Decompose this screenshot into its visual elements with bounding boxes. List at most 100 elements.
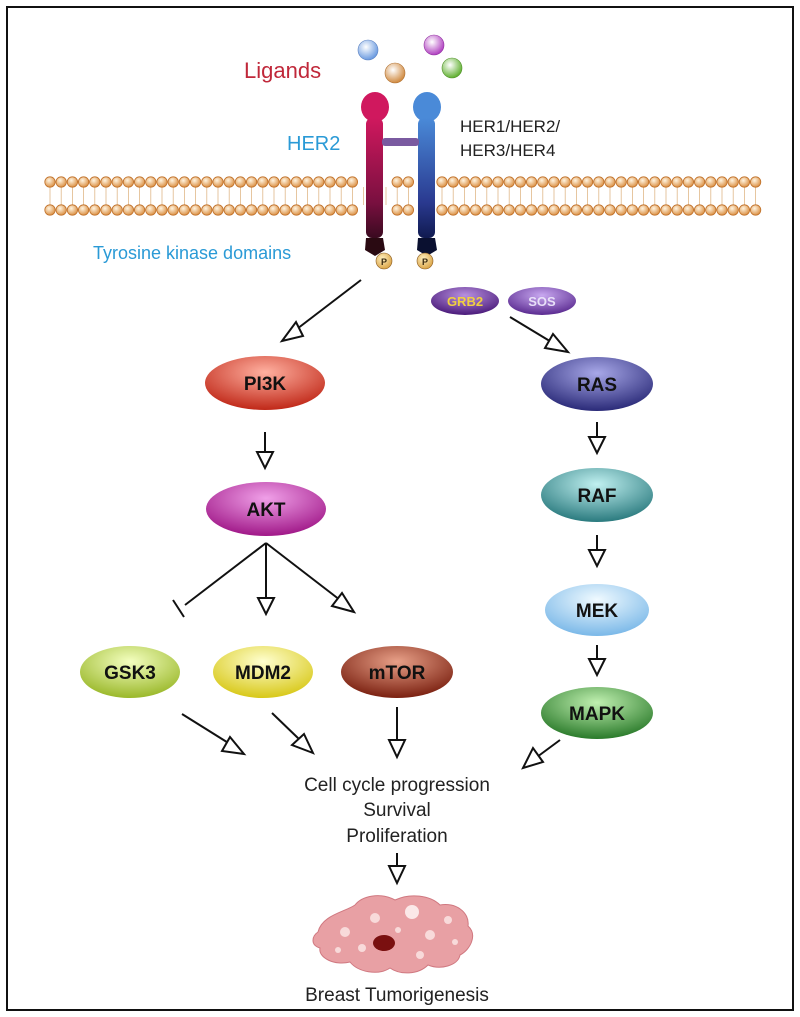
lipid-bead	[246, 204, 258, 216]
arrow-mdm2-outcome	[271, 712, 301, 741]
lipid-bead	[716, 204, 728, 216]
lipid-bead	[682, 176, 695, 188]
akt-label: AKT	[246, 500, 285, 521]
lipid-bead	[671, 176, 683, 188]
lipid-bead	[649, 176, 661, 188]
lipid-bead	[492, 204, 504, 216]
lipid-bead	[178, 204, 190, 216]
lipid-bead	[246, 176, 258, 188]
her-family-label-line2: HER3/HER4	[460, 141, 555, 160]
arrow-akt-mtor	[265, 542, 341, 601]
lipid-bead	[727, 204, 739, 216]
lipid-bead	[268, 204, 280, 216]
lipid-bead	[738, 176, 751, 188]
lipid-bead	[615, 176, 627, 188]
lipid-bead	[447, 204, 459, 216]
akt-node	[206, 482, 326, 536]
lipid-bead	[279, 176, 291, 188]
lipid-bead	[324, 176, 336, 188]
arrow-receptor-pi3k	[292, 279, 362, 333]
lipid-bead	[705, 176, 717, 188]
lipid-bead	[301, 176, 314, 188]
lipid-bead	[313, 204, 325, 216]
lipid-bead	[593, 204, 605, 216]
lipid-bead	[66, 176, 79, 188]
lipid-bead	[100, 204, 112, 216]
lipid-bead	[671, 204, 683, 216]
lipid-bead	[167, 176, 179, 188]
lipid-bead	[178, 176, 190, 188]
arrowhead-mdm2-outcome	[290, 732, 315, 755]
lipid-bead	[705, 204, 717, 216]
lipid-bead	[604, 204, 616, 216]
lipid-bead	[156, 176, 168, 188]
sos-label: SOS	[528, 294, 556, 309]
tyrosine-kinase-label: Tyrosine kinase domains	[93, 243, 291, 263]
cell-membrane	[44, 176, 762, 216]
ligand-sphere-orange	[384, 62, 406, 84]
lipid-bead	[212, 176, 224, 188]
lipid-bead	[749, 204, 762, 216]
ligand-sphere-blue	[357, 39, 379, 61]
arrowhead-mapk-outcome	[521, 746, 545, 770]
lipid-bead	[346, 204, 358, 216]
gsk3-node	[80, 646, 180, 698]
lipid-bead	[481, 204, 493, 216]
lipid-bead	[223, 204, 235, 216]
arrowhead-mtor-outcome	[387, 739, 407, 760]
mtor-label: mTOR	[369, 663, 426, 684]
lipid-bead	[738, 204, 751, 216]
lipid-bead	[716, 176, 728, 188]
ligands-label: Ligands	[244, 58, 321, 83]
lipid-bead	[525, 204, 538, 216]
arrowhead-mapk	[587, 658, 607, 678]
dimerization-bridge	[382, 138, 419, 146]
lipid-bead	[391, 176, 403, 188]
lipid-bead	[55, 204, 67, 216]
mek-node	[545, 584, 649, 636]
mdm2-node	[213, 646, 313, 698]
lipid-bead	[660, 176, 672, 188]
lipid-bead	[89, 204, 101, 216]
lipid-bead	[503, 204, 515, 216]
lipid-bead	[548, 176, 560, 188]
lipid-bead	[537, 176, 549, 188]
lipid-bead	[167, 204, 179, 216]
lipid-bead	[693, 204, 706, 216]
pi3k-node	[205, 356, 325, 410]
lipid-bead	[749, 176, 762, 188]
her-family-label-line1: HER1/HER2/	[460, 117, 560, 136]
lipid-bead	[134, 176, 146, 188]
lipid-bead	[55, 176, 67, 188]
mek-label: MEK	[576, 601, 619, 622]
lipid-bead	[514, 204, 527, 216]
lipid-bead	[458, 204, 470, 216]
lipid-bead	[593, 176, 605, 188]
grb2-node	[431, 287, 499, 315]
lipid-bead	[234, 176, 246, 188]
ras-node	[541, 357, 653, 411]
lipid-bead	[290, 204, 302, 216]
arrows	[172, 279, 607, 886]
lipid-bead	[145, 176, 157, 188]
arrowhead-ras	[543, 332, 571, 354]
lipid-bead	[324, 204, 336, 216]
arrow-sos-ras	[509, 316, 554, 344]
arrowhead-raf	[587, 436, 607, 456]
arrowhead-tumor	[387, 865, 407, 886]
lipid-bead	[402, 176, 414, 188]
ras-label: RAS	[577, 375, 617, 396]
arrow-gsk3-outcome	[181, 713, 231, 745]
lipid-bead	[693, 176, 706, 188]
lipid-bead	[44, 204, 56, 216]
lipid-bead	[156, 204, 168, 216]
phosphate-left-icon	[375, 252, 393, 270]
lipid-bead	[66, 204, 79, 216]
lipid-bead	[335, 204, 347, 216]
her2-label: HER2	[287, 133, 340, 155]
lipid-bead	[682, 204, 695, 216]
lipid-bead	[436, 176, 448, 188]
arrowhead-pi3k	[279, 320, 305, 343]
lipid-bead	[615, 204, 627, 216]
ligand-sphere-green	[441, 57, 463, 79]
